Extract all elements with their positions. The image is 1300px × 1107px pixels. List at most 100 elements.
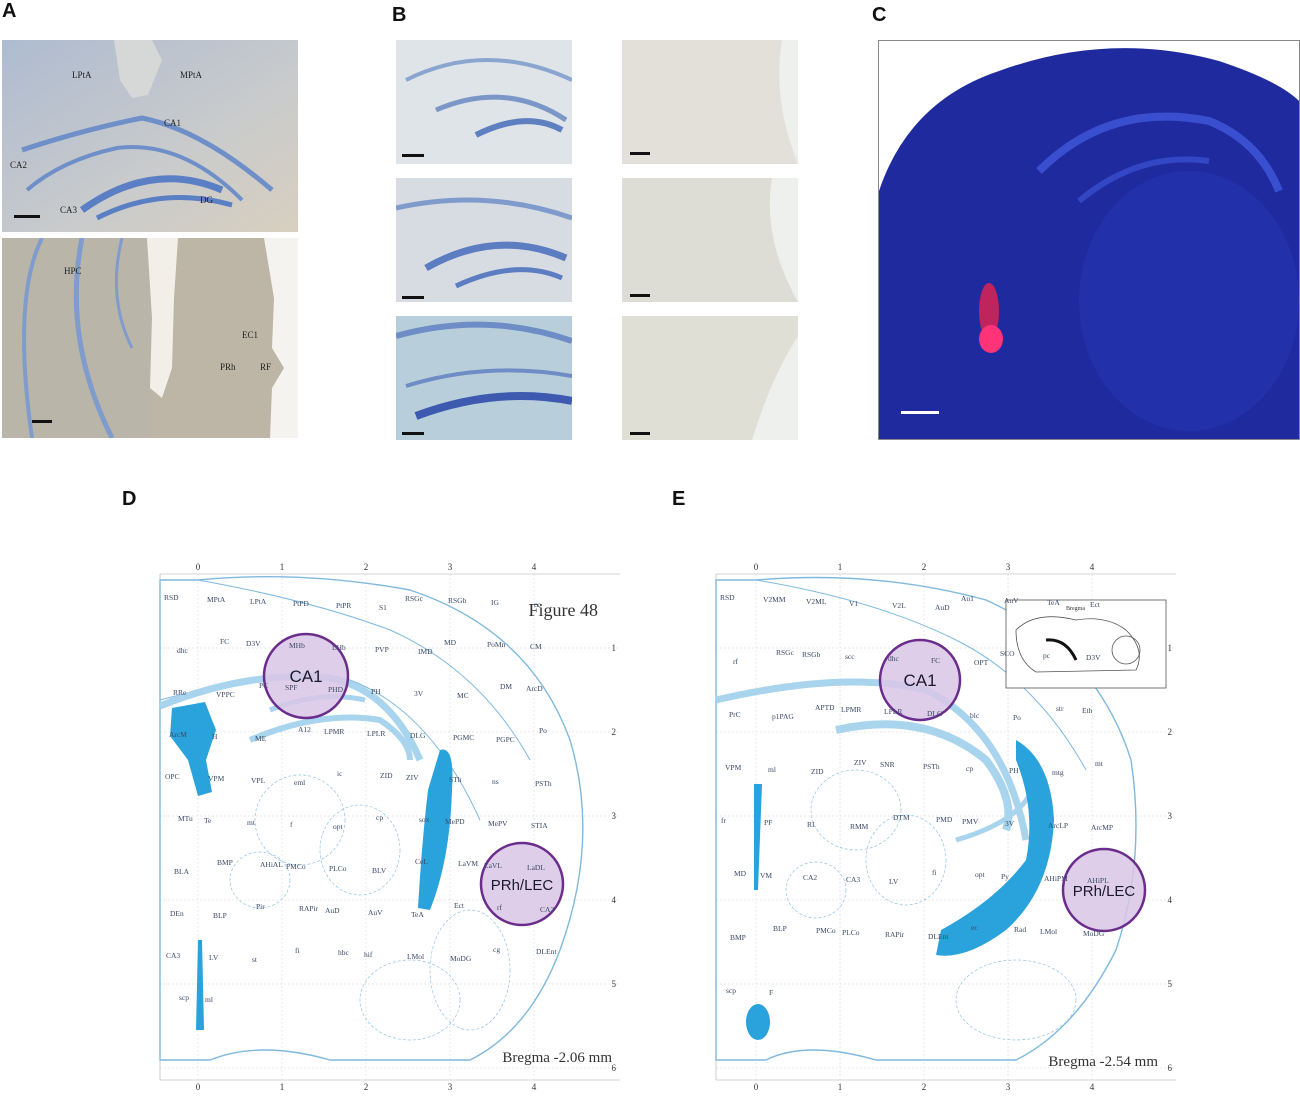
panel-b-left-1-svg (396, 40, 572, 164)
atlas_e-ytick-5: 6 (1168, 1063, 1173, 1073)
atlas_d-region-label-26: 3V (414, 689, 424, 698)
atlas_e-region-label-2: V2ML (806, 597, 827, 606)
atlas_e-region-label-16: OPT (974, 658, 989, 667)
atlas_e-region-label-62: PMCo (816, 926, 836, 935)
atlas_e-xtick-top-4: 4 (1090, 562, 1095, 572)
atlas_d-region-label-91: ml (205, 995, 213, 1004)
atlas_e-region-label-61: BLP (773, 924, 787, 933)
atlas_e-region-label-70: scp (726, 986, 736, 995)
atlas_d-region-label-75: AuV (368, 908, 383, 917)
atlas_d-region-label-69: LaDL (527, 863, 545, 872)
panel-label-d: D (122, 488, 137, 510)
atlas_d-ytick-4: 5 (612, 979, 617, 989)
atlas_d-region-label-22: PC (259, 681, 268, 690)
atlas_e-region-label-31: ml (768, 765, 776, 774)
atlas_d-region-label-24: PHD (328, 685, 344, 694)
atlas_d-region-label-64: PLCo (329, 864, 347, 873)
atlas-e-inset-label: Bregma (1066, 606, 1085, 612)
atlas-d-svg: CA1 PRh/LEC Figure 48 Bregma -2.06 mm 00… (158, 562, 620, 1092)
atlas_d-region-label-57: MePD (445, 817, 465, 826)
panel-b-left-3 (396, 316, 572, 440)
atlas_e-region-label-65: DLEnt (928, 932, 949, 941)
atlas_d-xtick-bottom-4: 4 (532, 1082, 537, 1090)
atlas_e-region-label-50: MD (734, 869, 747, 878)
atlas_d-region-label-50: MTu (178, 814, 193, 823)
atlas_d-region-label-34: LPMR (324, 727, 344, 736)
atlas_d-region-label-21: VPPC (216, 690, 235, 699)
panel-b-right-2-svg (622, 178, 798, 302)
atlas_d-region-label-83: fi (295, 946, 300, 955)
atlas_e-region-label-51: VM (760, 871, 772, 880)
atlas_d-region-label-80: CA3 (166, 951, 180, 960)
atlas-e-svg: Bregma CA1 PRh/LEC Bregma -2.54 mm 00112… (715, 562, 1176, 1092)
atlas_e-ytick-1: 2 (1168, 727, 1173, 737)
atlas_d-region-label-71: BLP (213, 911, 227, 920)
atlas_d-region-label-2: LPtA (250, 597, 267, 606)
atlas_e-region-label-44: DTM (893, 813, 910, 822)
atlas_e-region-label-49: ArcMP (1091, 823, 1113, 832)
atlas_d-region-label-25: PH (371, 687, 381, 696)
atlas_e-region-label-37: PH (1009, 766, 1019, 775)
atlas_e-ytick-3: 4 (1168, 895, 1173, 905)
a-bottom-label-1: EC1 (242, 330, 258, 340)
atlas_e-region-label-40: fr (721, 816, 726, 825)
atlas_e-region-label-0: RSD (720, 593, 735, 602)
atlas_d-region-label-86: LMol (407, 952, 424, 961)
atlas-e-highlight-ca1: CA1 (903, 671, 936, 690)
atlas_d-region-label-39: Po (539, 726, 547, 735)
atlas-d-highlight-ca1: CA1 (289, 667, 322, 686)
panel-b-right-1-svg (622, 40, 798, 164)
atlas_e-region-label-21: p1PAG (772, 712, 794, 721)
atlas_d-region-label-27: MC (457, 691, 469, 700)
atlas_e-region-label-22: APTD (815, 703, 835, 712)
atlas_d-xtick-top-3: 3 (448, 562, 453, 572)
atlas_d-region-label-15: PVP (375, 645, 389, 654)
atlas_d-region-label-42: VPL (251, 776, 266, 785)
atlas_d-ytick-3: 4 (612, 895, 617, 905)
atlas_d-region-label-65: BLV (372, 866, 387, 875)
atlas_d-ytick-0: 1 (612, 643, 617, 653)
panel-a-top-svg: LPtA MPtA CA1 CA2 CA3 DG (2, 40, 298, 232)
atlas_e-xtick-bottom-0: 0 (754, 1082, 759, 1090)
atlas_e-region-label-47: 3V (1005, 819, 1015, 828)
atlas_d-region-label-68: LaVL (484, 861, 502, 870)
atlas_d-xtick-bottom-2: 2 (364, 1082, 369, 1090)
atlas_d-region-label-87: MoDG (450, 954, 472, 963)
atlas_d-region-label-36: DLG (410, 731, 426, 740)
atlas_d-xtick-bottom-3: 3 (448, 1082, 453, 1090)
atlas_e-region-label-55: fi (932, 868, 937, 877)
atlas-d-bregma: Bregma -2.06 mm (502, 1050, 612, 1066)
atlas_d-xtick-top-2: 2 (364, 562, 369, 572)
panel-label-e: E (672, 488, 686, 510)
atlas_e-region-label-34: SNR (880, 760, 895, 769)
atlas_d-region-label-49: PSTh (535, 779, 552, 788)
atlas_e-region-label-60: BMP (730, 933, 746, 942)
atlas_d-region-label-59: STIA (531, 821, 548, 830)
a-top-label-2: CA1 (164, 118, 181, 128)
atlas_e-region-label-46: PMV (962, 817, 979, 826)
atlas_d-region-label-9: cc (534, 600, 541, 609)
atlas_e-region-label-26: blc (970, 711, 980, 720)
atlas_d-region-label-23: SPF (285, 683, 298, 692)
atlas_d-region-label-72: Pir (256, 902, 265, 911)
atlas_d-region-label-41: VPM (208, 774, 225, 783)
atlas_d-region-label-84: hbc (338, 948, 350, 957)
atlas_d-region-label-28: DM (500, 682, 512, 691)
atlas_e-region-label-54: LV (889, 877, 899, 886)
atlas_e-region-label-20: PrC (729, 710, 741, 719)
atlas-e-highlight-prh: PRh/LEC (1073, 883, 1136, 900)
atlas_e-xtick-top-1: 1 (838, 562, 843, 572)
atlas-d-highlight-prh: PRh/LEC (491, 877, 554, 894)
atlas_d-xtick-top-0: 0 (196, 562, 201, 572)
atlas_e-region-label-53: CA3 (846, 875, 860, 884)
atlas_d-region-label-32: ME (255, 734, 267, 743)
atlas_d-region-label-77: Ect (454, 901, 465, 910)
atlas_d-region-label-8: IG (491, 598, 499, 607)
atlas_d-ytick-1: 2 (612, 727, 617, 737)
atlas_d-region-label-33: A12 (298, 725, 311, 734)
atlas_d-region-label-18: PoMn (487, 640, 506, 649)
panel-b-left-2 (396, 178, 572, 302)
atlas_e-xtick-top-3: 3 (1006, 562, 1011, 572)
atlas_e-region-label-30: VPM (725, 763, 742, 772)
atlas_e-region-label-71: F (769, 988, 773, 997)
